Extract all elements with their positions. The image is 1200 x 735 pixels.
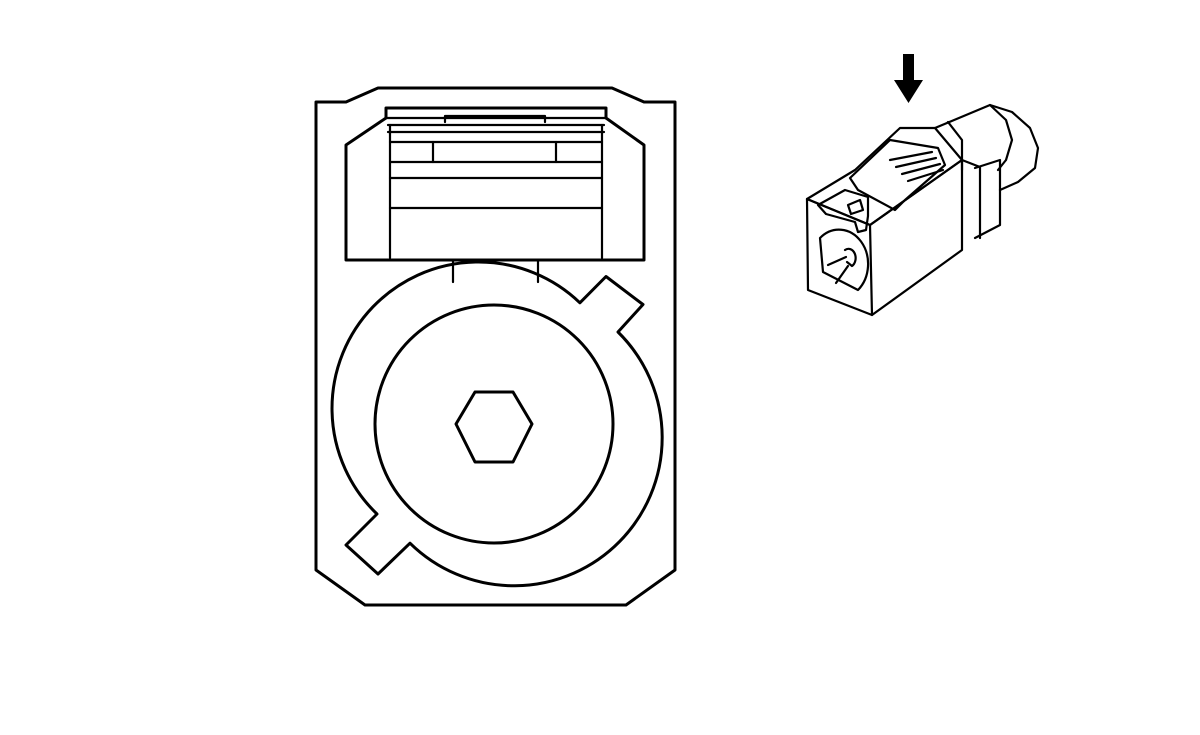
rear-cable-ring [988,103,1014,172]
outer-keyed-ring [330,260,664,588]
socket-key-slot [826,255,850,285]
latch-hook-inner [846,198,865,216]
socket-opening [818,228,870,292]
socket-center-pin [843,247,857,268]
housing-side-face [868,158,964,317]
down-arrow-icon [894,54,923,103]
rear-cable-body [933,103,1040,192]
top-latch [848,138,947,212]
connector-iso-view [805,54,1040,317]
housing-front-face [805,197,874,317]
latch-ridge-2 [894,156,938,169]
latch-ridge-3 [900,162,942,176]
latch-ridge-4 [906,168,945,183]
housing-outline [314,86,677,607]
latch-ridge-1 [888,150,934,162]
housing-side-divider [960,158,982,169]
rear-step [946,120,1002,240]
center-contact [454,390,534,464]
front-latch-hook [816,188,870,234]
connector-front-view [314,86,677,607]
latch-tab [443,114,547,124]
inner-ring [373,303,615,545]
